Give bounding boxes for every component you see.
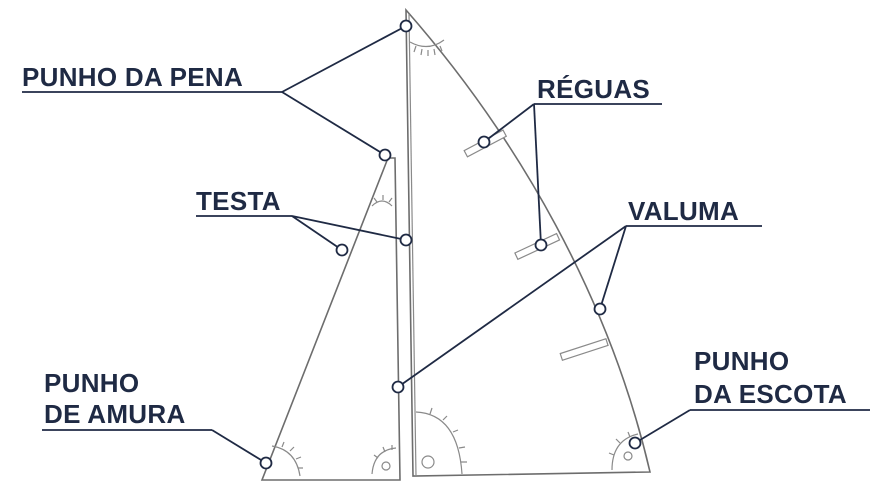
- label-punho-da-pena: PUNHO DA PENA: [22, 62, 244, 92]
- label-punho-da-escota-line1: PUNHO: [694, 346, 790, 376]
- main-sail: [405, 7, 652, 477]
- head-reinforcement: [409, 39, 445, 48]
- marker-batten-1: [477, 135, 491, 149]
- marker-luff: [399, 233, 413, 247]
- marker-leech: [593, 302, 607, 316]
- label-punho-da-escota-line2: DA ESCOTA: [694, 379, 847, 409]
- marker-batten-2: [534, 238, 548, 252]
- marker-tack: [259, 456, 273, 470]
- marker-jib-head: [378, 148, 392, 162]
- leader-testa: [291, 215, 407, 241]
- label-valuma: VALUMA: [628, 196, 740, 226]
- batten-3: [559, 337, 609, 361]
- main-tack-reinforcement: [415, 411, 463, 475]
- label-punho-de-amura-line2: DE AMURA: [44, 399, 186, 429]
- marker-clew: [628, 436, 642, 450]
- label-testa: TESTA: [196, 186, 281, 216]
- leader-punho-da-escota: [634, 409, 691, 444]
- clew-reinforcement: [611, 433, 639, 471]
- leader-punho-da-pena: [281, 25, 407, 93]
- leader-punho-de-amura: [211, 429, 267, 464]
- label-punho-de-amura-line1: PUNHO: [44, 368, 140, 398]
- tack-reinforcement: [271, 445, 301, 477]
- marker-jib-luff: [335, 243, 349, 257]
- mast-line: [408, 13, 417, 477]
- jib-sail: [260, 157, 401, 481]
- leader-valuma: [397, 225, 627, 388]
- leader-reguas: [483, 103, 535, 143]
- label-reguas: RÉGUAS: [537, 74, 651, 104]
- marker-head: [399, 19, 413, 33]
- marker-leech-2: [391, 380, 405, 394]
